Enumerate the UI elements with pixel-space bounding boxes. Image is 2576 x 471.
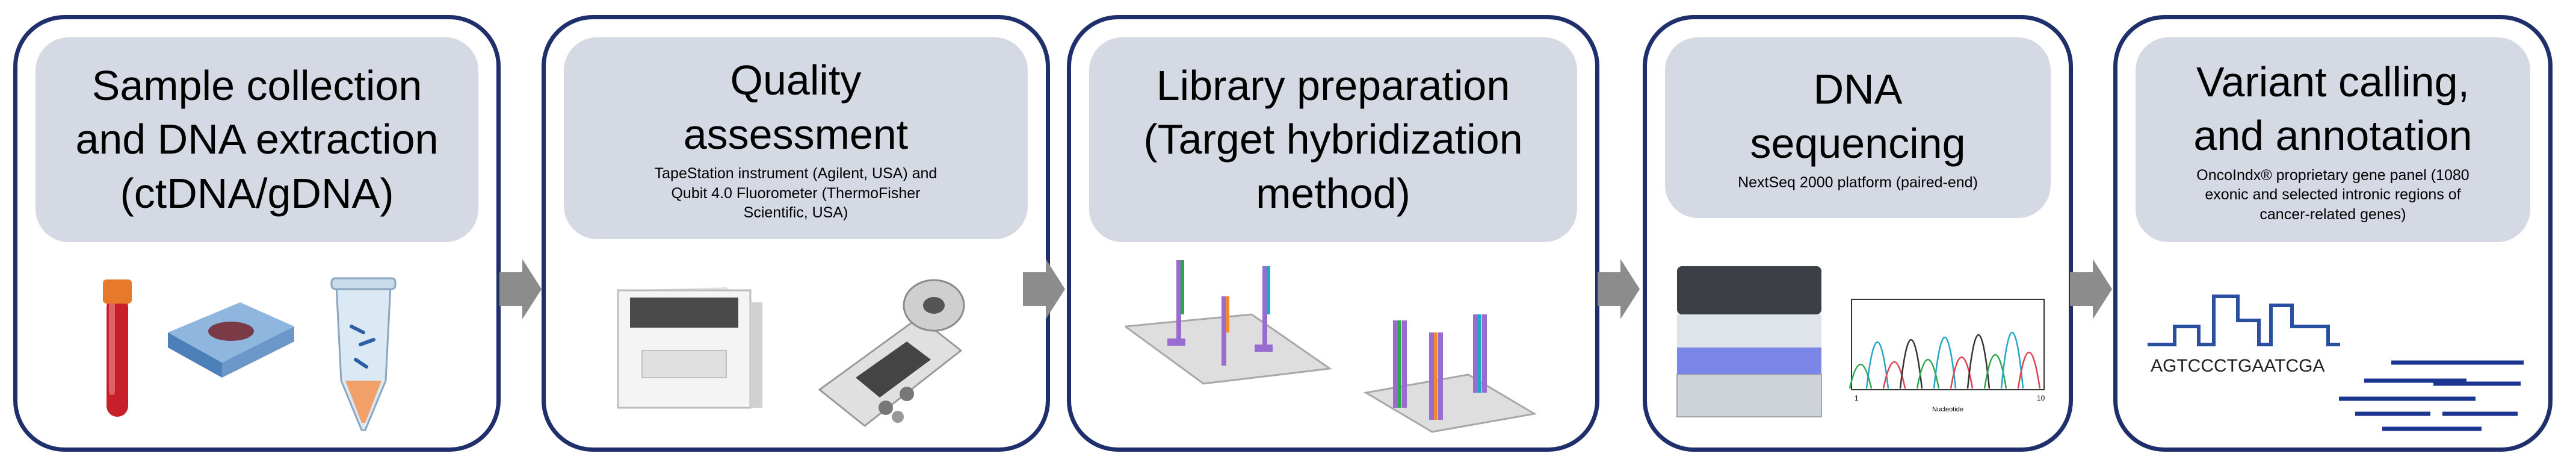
step-quality-assessment: Quality assessment TapeStation instrumen… — [542, 15, 1050, 452]
chromatogram-peak — [2017, 351, 2041, 389]
step-title: Quality assessment — [683, 57, 909, 158]
quality-assessment-illustration — [617, 279, 965, 427]
step-header: Quality assessment TapeStation instrumen… — [564, 37, 1028, 239]
chromatogram-peak — [1916, 358, 1940, 389]
x-tick-end: 10 — [2037, 394, 2045, 402]
step-library-preparation: Library preparation (Target hybridizatio… — [1067, 15, 1599, 452]
step-dna-sequencing: DNA sequencing NextSeq 2000 platform (pa… — [1643, 15, 2073, 452]
chromatogram-peak — [1966, 334, 1991, 389]
arrow-icon — [1598, 259, 1640, 319]
step-header: Sample collection and DNA extraction (ct… — [36, 37, 478, 242]
target-hybridization-illustration — [1125, 260, 1537, 433]
chromatogram-peak — [1849, 363, 1873, 389]
qubit-icon — [818, 279, 965, 427]
step-sample-collection: Sample collection and DNA extraction (ct… — [13, 15, 501, 452]
step-subtitle: NextSeq 2000 platform (paired-end) — [1738, 174, 1978, 192]
chromatogram-peak — [1933, 336, 1957, 389]
aligned-reads — [2339, 360, 2524, 431]
chromatogram-peak — [1882, 361, 1906, 389]
captured-library-slide-icon — [1363, 314, 1537, 433]
step-subtitle: OncoIndx® proprietary gene panel (1080 e… — [2196, 166, 2469, 223]
x-tick-start: 1 — [1855, 394, 1859, 402]
hybridization-slide-icon — [1125, 260, 1333, 385]
arrow-icon — [1023, 259, 1065, 319]
chromatogram-peak — [1983, 354, 2007, 389]
step-subtitle: TapeStation instrument (Agilent, USA) an… — [654, 165, 937, 222]
sequence-text: AGTCCCTGAATCGA — [2151, 356, 2324, 376]
step-title: Variant calling, and annotation — [2193, 58, 2473, 160]
chromatogram-peak — [2000, 332, 2024, 389]
variant-annotation-illustration: AGTCCCTGAATCGA — [2148, 295, 2524, 431]
eppendorf-tube-icon — [330, 277, 397, 431]
chromatogram-icon: 1 10 Nucleotide — [1849, 299, 2045, 413]
step-title: Sample collection and DNA extraction (ct… — [75, 61, 439, 217]
step-header: DNA sequencing NextSeq 2000 platform (pa… — [1665, 37, 2051, 218]
chromatogram-peak — [1950, 357, 1974, 389]
chromatogram-trace — [1849, 332, 2041, 389]
arrow-icon — [499, 259, 542, 319]
blood-tube-icon — [103, 279, 132, 417]
filter-card-icon — [168, 302, 294, 378]
sample-collection-illustration — [103, 277, 397, 431]
arrow-icon — [2070, 259, 2112, 319]
x-axis-label: Nucleotide — [1932, 406, 1963, 413]
sequencer-icon — [1676, 266, 1822, 417]
step-variant-calling: Variant calling, and annotation OncoIndx… — [2113, 15, 2553, 452]
tapestation-icon — [617, 287, 762, 409]
step-title: Library preparation (Target hybridizatio… — [1143, 61, 1523, 217]
step-header: Variant calling, and annotation OncoIndx… — [2136, 37, 2530, 242]
chromatogram-peak — [1899, 338, 1923, 389]
step-header: Library preparation (Target hybridizatio… — [1089, 37, 1577, 242]
chromatogram-peak — [1865, 342, 1889, 389]
step-title: DNA sequencing — [1750, 66, 1966, 167]
coverage-trace — [2148, 295, 2340, 346]
